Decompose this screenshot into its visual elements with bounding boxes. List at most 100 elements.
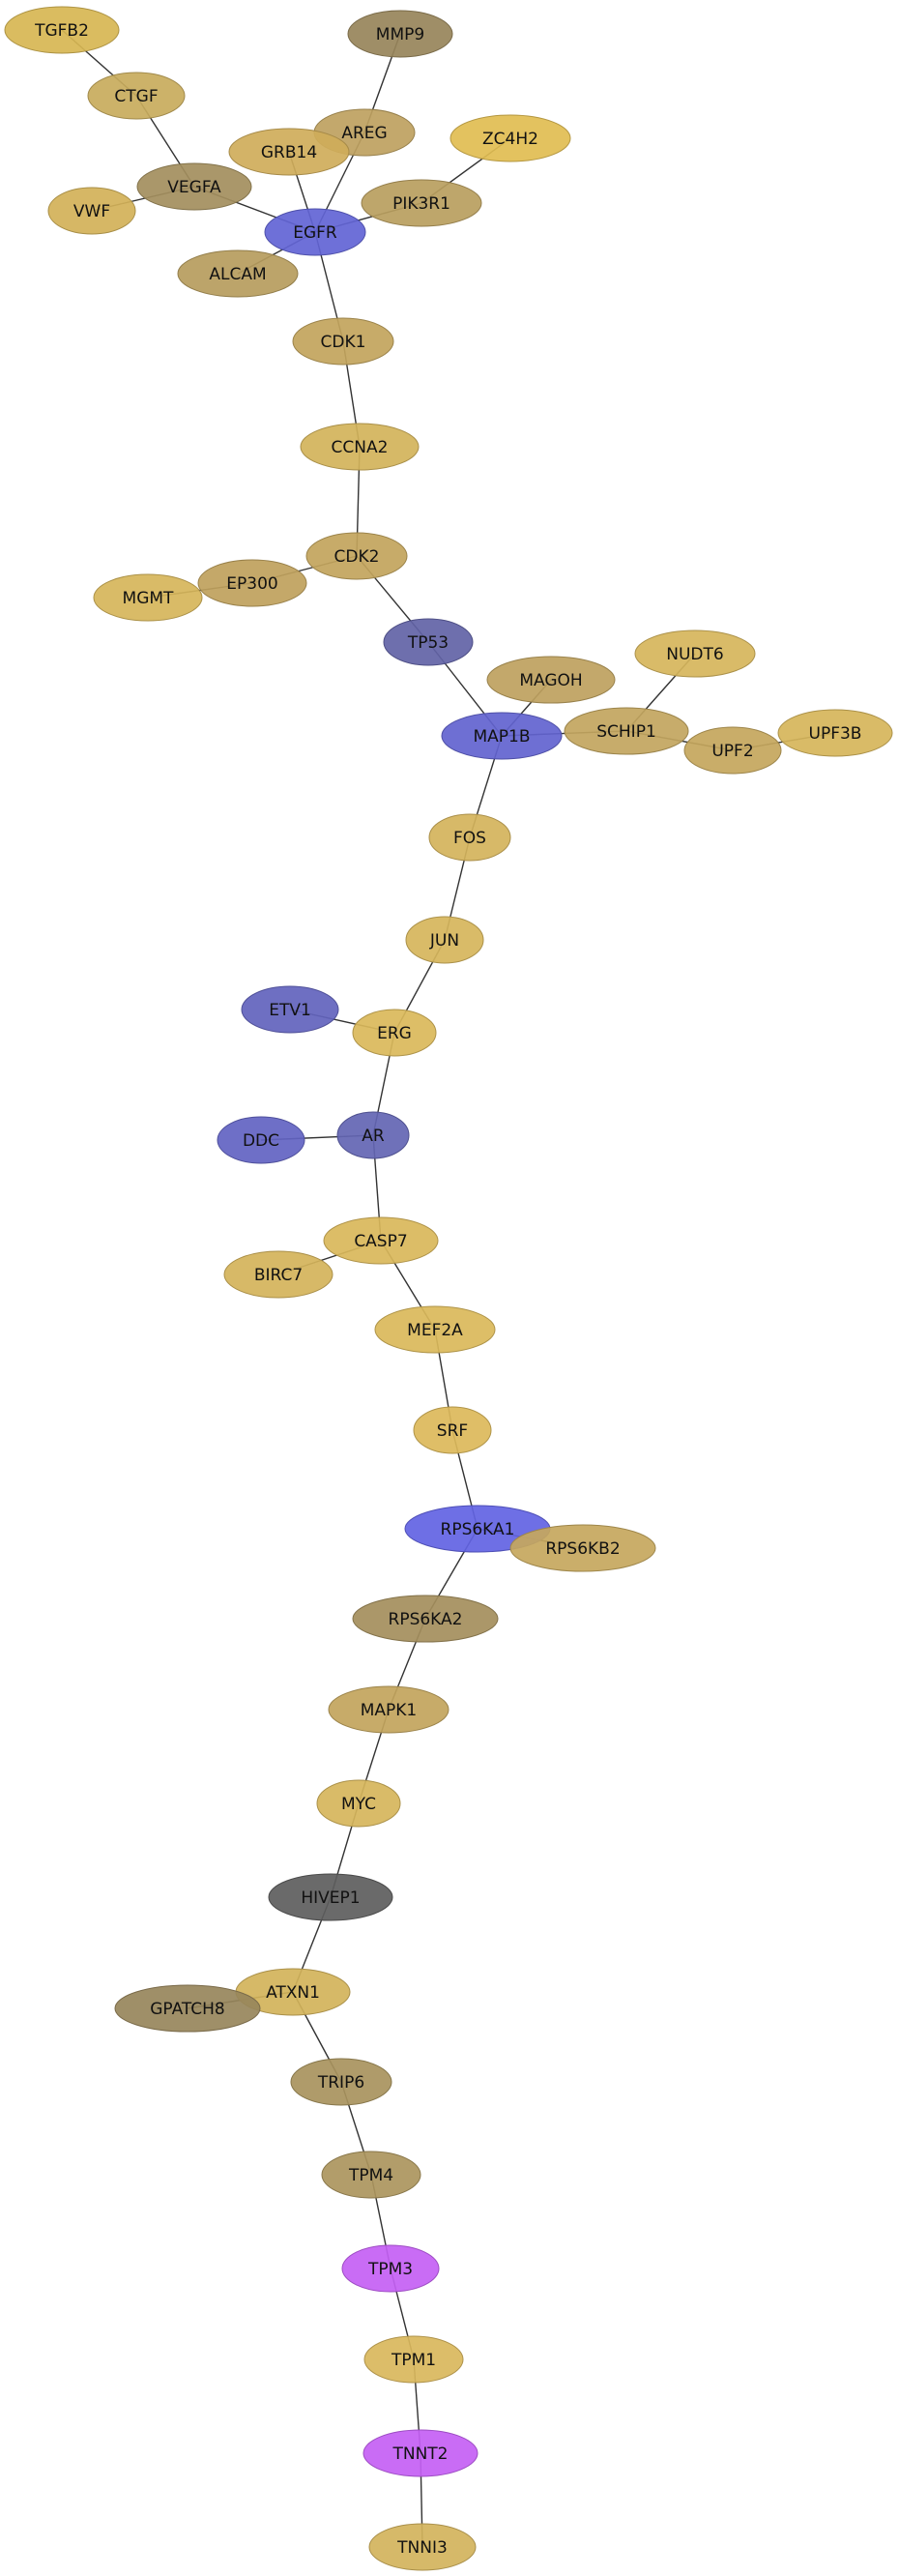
node-mef2a[interactable]: MEF2A [374, 1305, 496, 1354]
node-label: EP300 [226, 574, 277, 594]
node-label: ETV1 [269, 1001, 311, 1020]
node-label: MMP9 [376, 25, 424, 44]
node-ellipse [352, 1009, 437, 1057]
node-ellipse [93, 573, 203, 622]
node-ellipse [223, 1250, 334, 1299]
node-ellipse [264, 208, 366, 256]
node-label: TPM3 [367, 2260, 413, 2279]
node-ellipse [486, 656, 616, 704]
node-ar[interactable]: AR [336, 1111, 410, 1159]
node-ccna2[interactable]: CCNA2 [300, 423, 420, 471]
node-magoh[interactable]: MAGOH [486, 656, 616, 704]
node-ellipse [228, 128, 350, 176]
node-ellipse [292, 317, 394, 366]
node-label: CTGF [114, 87, 158, 106]
node-ellipse [177, 249, 299, 298]
node-label: AR [362, 1127, 385, 1146]
node-fos[interactable]: FOS [428, 813, 511, 862]
node-ddc[interactable]: DDC [217, 1116, 305, 1164]
node-label: TPM4 [348, 2166, 393, 2185]
node-trip6[interactable]: TRIP6 [290, 2058, 392, 2106]
node-atxn1[interactable]: ATXN1 [235, 1968, 351, 2016]
node-label: AREG [341, 124, 387, 143]
node-map1b[interactable]: MAP1B [441, 712, 563, 760]
node-ellipse [352, 1595, 499, 1643]
node-hivep1[interactable]: HIVEP1 [268, 1873, 393, 1921]
node-ellipse [4, 6, 120, 54]
node-label: RPS6KA2 [389, 1610, 463, 1629]
node-tnni3[interactable]: TNNI3 [368, 2523, 477, 2571]
node-mgmt[interactable]: MGMT [93, 573, 203, 622]
node-label: EGFR [293, 223, 337, 243]
node-tpm1[interactable]: TPM1 [363, 2335, 464, 2384]
node-ep300[interactable]: EP300 [197, 559, 307, 607]
node-srf[interactable]: SRF [413, 1406, 492, 1454]
node-schip1[interactable]: SCHIP1 [564, 707, 689, 755]
node-mmp9[interactable]: MMP9 [347, 10, 453, 58]
node-ellipse [114, 1984, 261, 2033]
node-label: MAGOH [519, 671, 582, 690]
node-alcam[interactable]: ALCAM [177, 249, 299, 298]
node-ellipse [268, 1873, 393, 1921]
node-ctgf[interactable]: CTGF [87, 72, 186, 120]
node-tp53[interactable]: TP53 [383, 618, 474, 666]
node-grb14[interactable]: GRB14 [228, 128, 350, 176]
node-tnnt2[interactable]: TNNT2 [362, 2429, 478, 2477]
node-ellipse [363, 2335, 464, 2384]
node-erg[interactable]: ERG [352, 1009, 437, 1057]
node-etv1[interactable]: ETV1 [241, 985, 339, 1034]
node-casp7[interactable]: CASP7 [323, 1216, 439, 1265]
node-cdk2[interactable]: CDK2 [305, 532, 408, 580]
node-label: PIK3R1 [392, 194, 450, 214]
node-vwf[interactable]: VWF [47, 187, 136, 235]
node-ellipse [305, 532, 408, 580]
node-label: TGFB2 [34, 21, 89, 41]
node-tgfb2[interactable]: TGFB2 [4, 6, 120, 54]
node-label: RPS6KA1 [441, 1520, 515, 1539]
node-label: MAPK1 [361, 1701, 418, 1720]
node-ellipse [383, 618, 474, 666]
node-myc[interactable]: MYC [316, 1779, 401, 1828]
node-ellipse [362, 2429, 478, 2477]
node-vegfa[interactable]: VEGFA [136, 162, 252, 211]
node-label: UPF3B [809, 724, 862, 744]
node-label: MEF2A [407, 1321, 463, 1340]
node-zc4h2[interactable]: ZC4H2 [450, 114, 571, 162]
node-rps6kb2[interactable]: RPS6KB2 [509, 1524, 656, 1572]
node-jun[interactable]: JUN [405, 916, 484, 964]
node-ellipse [197, 559, 307, 607]
node-label: ALCAM [209, 265, 266, 284]
node-ellipse [361, 179, 482, 227]
node-ellipse [450, 114, 571, 162]
node-ellipse [341, 2244, 440, 2293]
node-label: CCNA2 [332, 438, 389, 457]
node-rps6ka2[interactable]: RPS6KA2 [352, 1595, 499, 1643]
node-pik3r1[interactable]: PIK3R1 [361, 179, 482, 227]
node-label: NUDT6 [666, 645, 723, 664]
node-ellipse [321, 2151, 421, 2199]
node-label: BIRC7 [254, 1266, 303, 1285]
node-tpm4[interactable]: TPM4 [321, 2151, 421, 2199]
node-gpatch8[interactable]: GPATCH8 [114, 1984, 261, 2033]
node-label: TRIP6 [317, 2073, 364, 2093]
node-ellipse [374, 1305, 496, 1354]
node-cdk1[interactable]: CDK1 [292, 317, 394, 366]
node-mapk1[interactable]: MAPK1 [328, 1685, 450, 1734]
node-ellipse [217, 1116, 305, 1164]
node-egfr[interactable]: EGFR [264, 208, 366, 256]
node-nudt6[interactable]: NUDT6 [634, 629, 756, 678]
node-label: MGMT [123, 589, 175, 608]
node-ellipse [683, 726, 782, 775]
node-tpm3[interactable]: TPM3 [341, 2244, 440, 2293]
node-upf3b[interactable]: UPF3B [777, 709, 893, 757]
node-label: UPF2 [711, 742, 753, 761]
node-ellipse [87, 72, 186, 120]
node-upf2[interactable]: UPF2 [683, 726, 782, 775]
node-birc7[interactable]: BIRC7 [223, 1250, 334, 1299]
node-label: VWF [73, 202, 110, 221]
node-ellipse [347, 10, 453, 58]
node-ellipse [428, 813, 511, 862]
node-label: JUN [429, 931, 459, 951]
